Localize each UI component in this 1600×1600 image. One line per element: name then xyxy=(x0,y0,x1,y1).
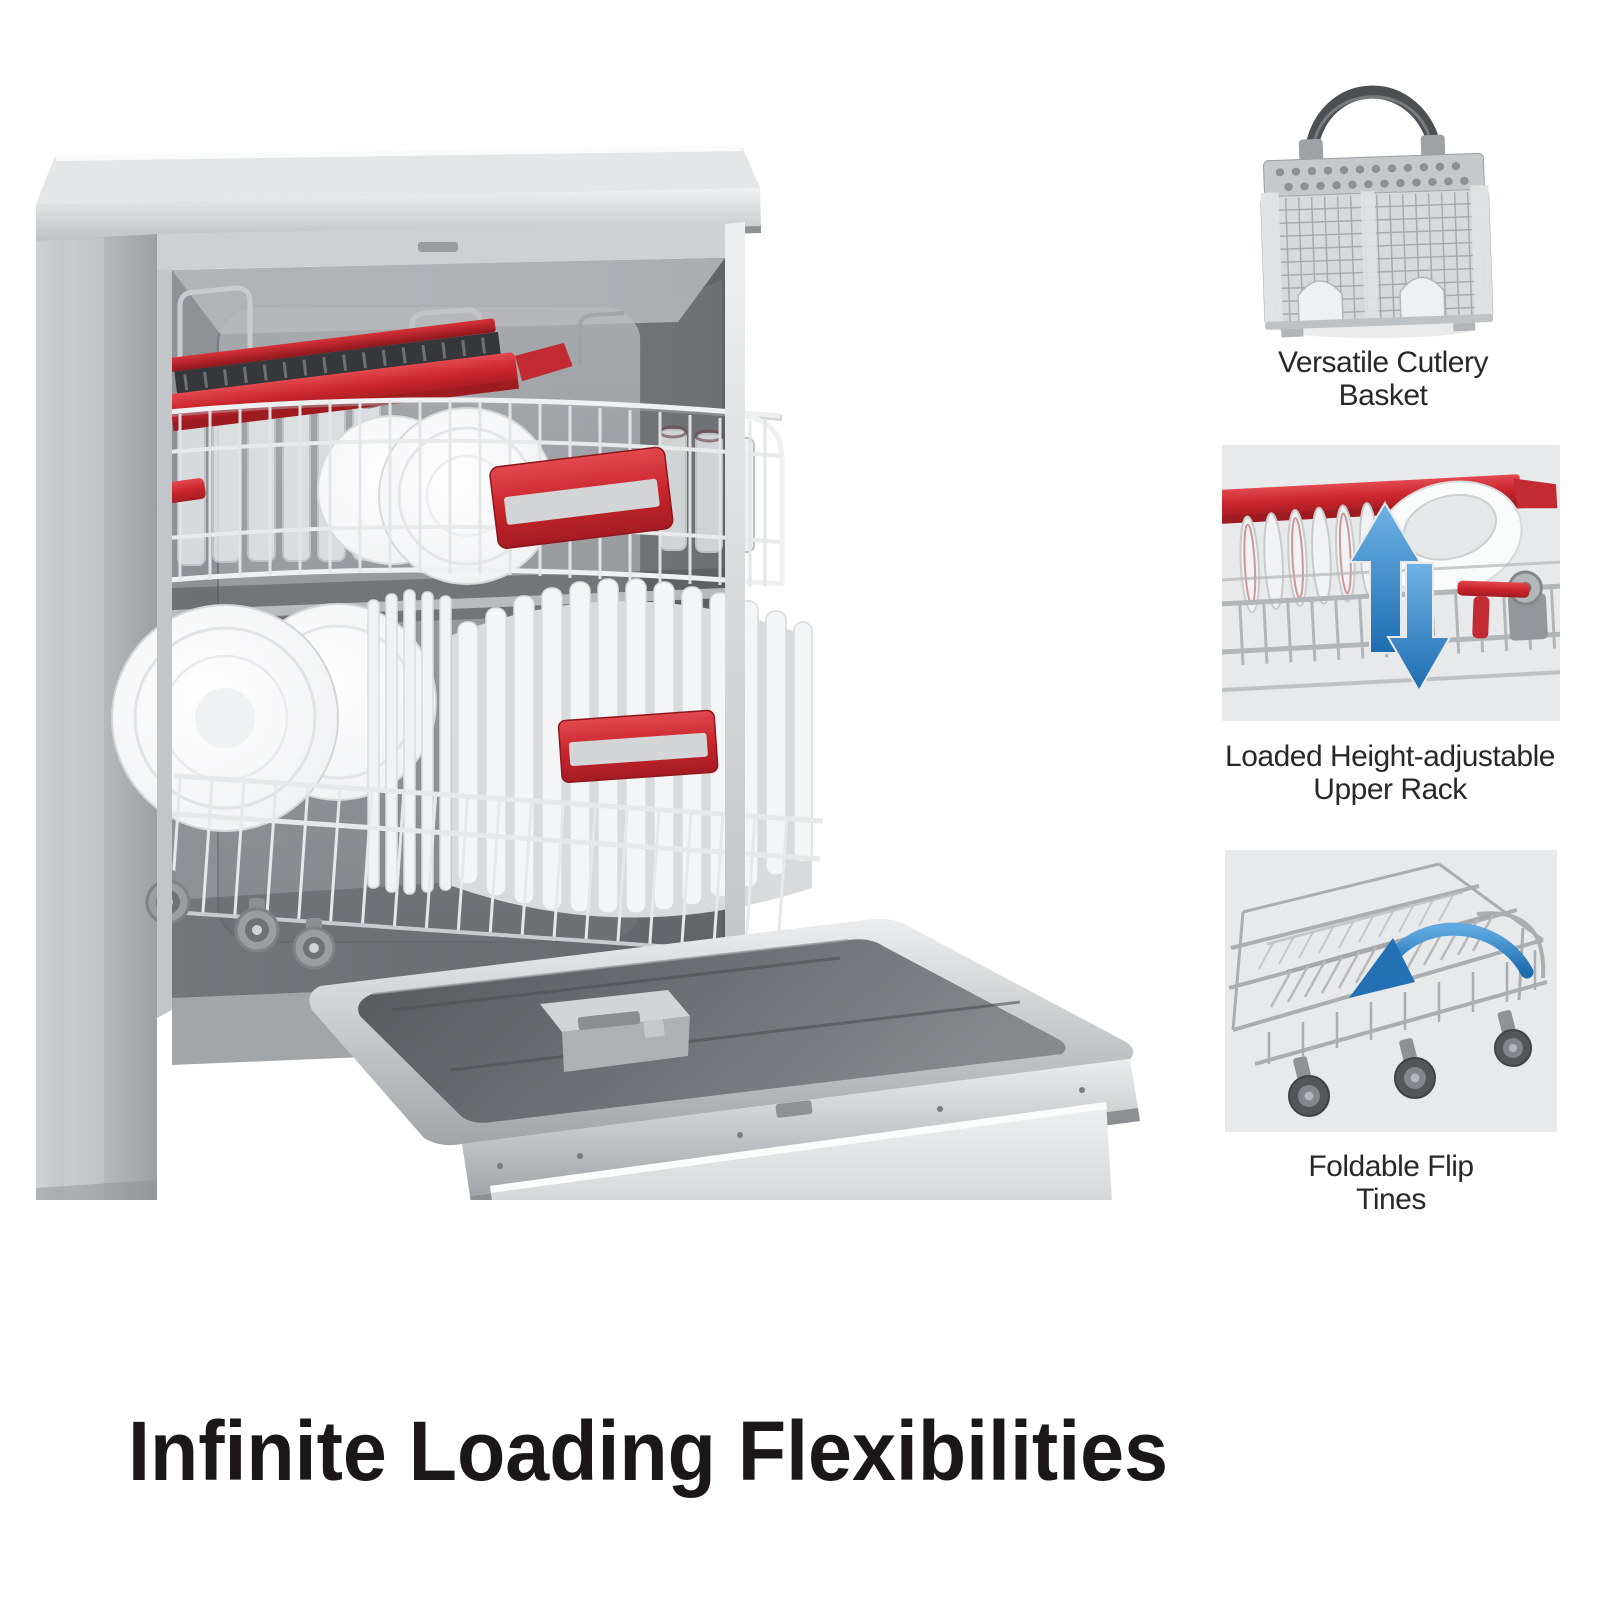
door-front-edge xyxy=(462,1059,1138,1196)
caption-versatile-cutlery-basket: Versatile Cutlery Basket xyxy=(1173,346,1593,412)
tine-comb xyxy=(1258,890,1496,1008)
dishwasher-image xyxy=(36,146,1140,1200)
flip-tines-image xyxy=(1225,850,1557,1132)
plate-stack-left xyxy=(111,589,452,895)
upper-rack-adjust-image xyxy=(1222,445,1560,721)
caption-foldable-flip-tines: Foldable Flip Tines xyxy=(1181,1150,1600,1216)
headline-text: Infinite Loading Flexibilities xyxy=(128,1404,1168,1498)
door-screws xyxy=(497,1087,1085,1169)
lower-rack-handle xyxy=(557,709,719,784)
rack-back-hoops xyxy=(177,285,253,398)
upper-rack-wires xyxy=(167,397,785,587)
caption-line: Upper Rack xyxy=(1313,773,1467,806)
cutlery-basket-image xyxy=(1260,85,1494,338)
loaded-plates xyxy=(1239,502,1380,614)
headline: Infinite Loading Flexibilities xyxy=(128,1404,1168,1498)
frame-left-post xyxy=(157,269,172,1018)
door-latch-plate xyxy=(418,242,458,252)
side-panel xyxy=(36,234,157,1200)
caption-line: Loaded Height-adjustable xyxy=(1225,740,1555,773)
basket-body xyxy=(1260,152,1494,338)
door-handle-latch xyxy=(775,1100,813,1118)
frame-right-post xyxy=(725,222,745,1010)
caption-height-adjustable-upper-rack: Loaded Height-adjustable Upper Rack xyxy=(1180,740,1600,806)
caption-line: Basket xyxy=(1338,379,1428,412)
rack-wheels xyxy=(1288,1010,1532,1117)
down-arrow-icon xyxy=(1386,562,1452,694)
caption-line: Tines xyxy=(1356,1183,1426,1216)
detergent-dispenser xyxy=(540,990,690,1072)
door-inner-panel xyxy=(358,939,1066,1123)
caption-line: Foldable Flip xyxy=(1308,1150,1474,1183)
basket-handle-icon xyxy=(1298,85,1446,166)
flip-arrow-icon xyxy=(1349,922,1534,998)
base-plinth xyxy=(490,1102,1112,1200)
rack-clip xyxy=(166,478,206,503)
height-adjust-mechanism xyxy=(1457,570,1548,641)
caption-line: Versatile Cutlery xyxy=(1278,346,1488,379)
upper-rack-handle xyxy=(489,446,674,549)
upper-rack xyxy=(166,318,785,587)
